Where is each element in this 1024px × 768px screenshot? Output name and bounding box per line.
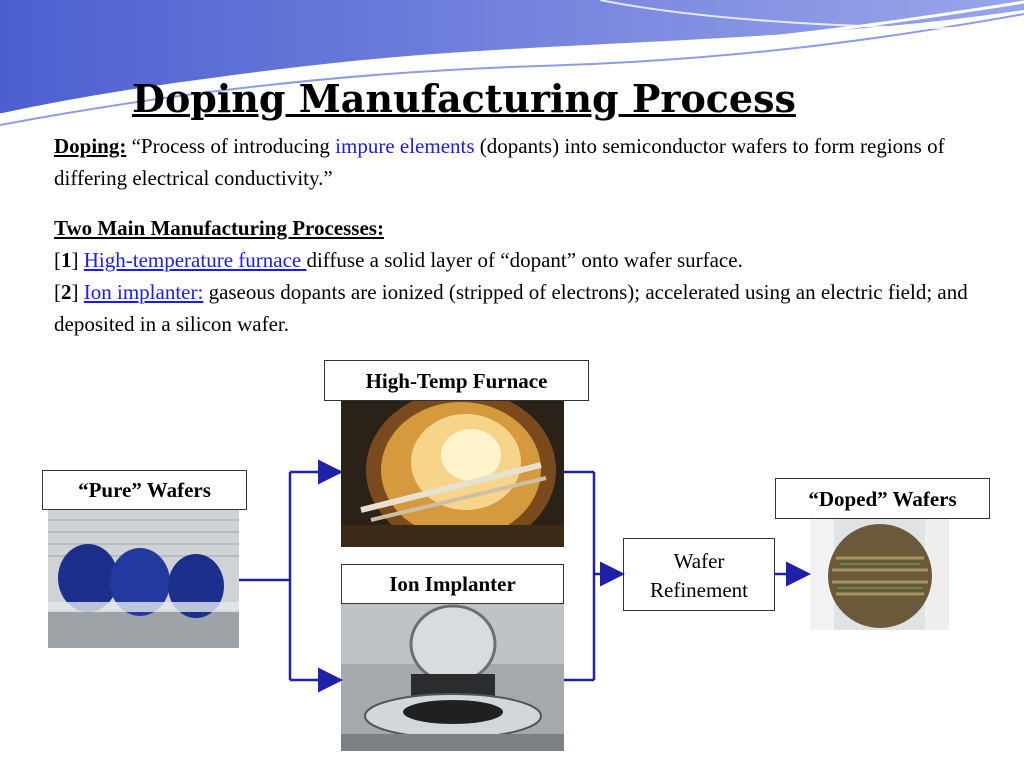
header-wave-decoration [0, 0, 1024, 126]
doping-definition: Doping: “Process of introducing impure e… [54, 130, 1014, 194]
process-text-1: diffuse a solid layer of “dopant” onto w… [306, 248, 743, 272]
process-number-1: 1 [61, 248, 72, 272]
processes-heading: Two Main Manufacturing Processes: [54, 216, 384, 240]
pure-wafers-photo [48, 510, 239, 648]
furnace-link[interactable]: High-temperature furnace [83, 248, 307, 272]
process-number-2: 2 [61, 280, 72, 304]
definition-rest: (dopants) into semiconductor wafers to f… [54, 134, 945, 190]
impure-elements-text: impure elements [335, 134, 475, 158]
refinement-line-1: Wafer [673, 549, 725, 573]
doped-wafers-photo [810, 518, 949, 630]
furnace-label: High-Temp Furnace [324, 360, 589, 401]
pure-wafers-label: “Pure” Wafers [42, 470, 247, 510]
refinement-line-2: Refinement [650, 578, 748, 602]
process-text-2: gaseous dopants are ionized (stripped of… [54, 280, 968, 336]
processes-section: Two Main Manufacturing Processes: [1] Hi… [54, 212, 1014, 340]
definition-quote-open: “Process of introducing [126, 134, 336, 158]
doped-wafers-label: “Doped” Wafers [775, 478, 990, 519]
furnace-photo [341, 400, 564, 547]
process-item-2: [2] Ion implanter: gaseous dopants are i… [54, 280, 968, 336]
wafer-refinement-box: Wafer Refinement [623, 538, 775, 611]
ion-implanter-photo [341, 604, 564, 751]
ion-implanter-label: Ion Implanter [341, 564, 564, 604]
process-item-1: [1] High-temperature furnace diffuse a s… [54, 248, 743, 272]
page-title: Doping Manufacturing Process [132, 76, 796, 121]
ion-implanter-link[interactable]: Ion implanter: [83, 280, 204, 304]
definition-term: Doping: [54, 134, 127, 158]
